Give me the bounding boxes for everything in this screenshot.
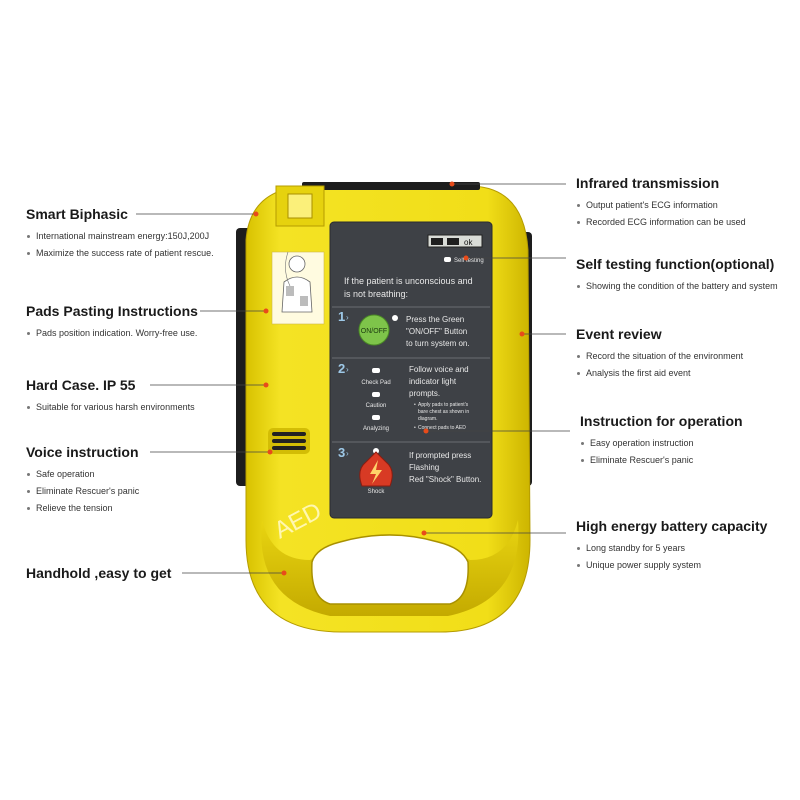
feature-title: Instruction for operation [580,413,743,429]
self-testing-label: Self testing [454,258,484,264]
feature-bullet: Recorded ECG information can be used [576,214,746,231]
intro-line-1: If the patient is unconscious and [344,276,473,286]
feature-bullet: Analysis the first aid event [576,365,743,382]
infrared-strip [302,182,480,190]
callout-dot [281,570,287,576]
caution-led [372,392,380,397]
connector-plug [287,193,313,219]
callout-dot [421,530,427,536]
step3-number: 3 [338,445,345,460]
shock-button[interactable] [359,451,393,487]
check-pad-label: Check Pad [361,380,390,386]
step1-number: 1 [338,309,345,324]
step1-chevron-icon: › [346,313,349,322]
step2-subtext-1: Apply pads to patient's [418,402,469,408]
callout-dot [263,308,269,314]
feature-title: Event review [576,326,662,342]
step2-subtext-3: diagram. [418,416,437,422]
feature-bullet: Eliminate Rescuer's panic [580,452,743,469]
callout-dot [463,255,469,261]
feature-title: Pads Pasting Instructions [26,303,198,319]
check-pad-led [372,368,380,373]
feature-bullet: Showing the condition of the battery and… [576,278,778,295]
feature-title: Infrared transmission [576,175,720,191]
feature-pads-pasting-instructions: Pads Pasting Instructions Pads position … [26,303,198,342]
feature-title: High energy battery capacity [576,518,768,534]
feature-bullet: Record the situation of the environment [576,348,743,365]
step2-text-1: Follow voice and [409,365,469,374]
step3-text-1: If prompted press [409,451,471,460]
display-ok-text: ok [464,238,473,247]
feature-hard-case: Hard Case. IP 55 Suitable for various ha… [26,377,195,416]
step3-chevron-icon: › [346,449,349,458]
feature-handhold: Handhold ,easy to get [26,565,171,581]
feature-voice-instruction: Voice instruction Safe operation Elimina… [26,444,139,517]
step1-text-1: Press the Green [406,315,464,324]
feature-title: Handhold ,easy to get [26,565,172,581]
analyzing-led [372,415,380,420]
on-off-button[interactable] [358,314,390,346]
display-segment [431,238,443,245]
feature-bullet: Maximize the success rate of patient res… [26,245,214,262]
callout-lines [136,183,570,574]
feature-bullet: Output patient's ECG information [576,197,746,214]
step3-text-3: Red "Shock" Button. [409,475,481,484]
feature-smart-biphasic: Smart Biphasic International mainstream … [26,206,214,262]
step2-number: 2 [338,361,345,376]
feature-bullet: Eliminate Rescuer's panic [26,483,139,500]
feature-bullet: Unique power supply system [576,557,767,574]
callout-dot [253,211,259,217]
feature-infrared-transmission: Infrared transmission Output patient's E… [576,175,746,231]
shock-led [373,448,379,454]
feature-bullet: International mainstream energy:150J,200… [26,228,214,245]
lightning-icon [370,460,382,484]
caution-label: Caution [366,403,387,409]
feature-event-review: Event review Record the situation of the… [576,326,743,382]
feature-title: Hard Case. IP 55 [26,377,136,393]
callout-dot [267,449,273,455]
step2-chevron-icon: › [346,365,349,374]
self-test-led [444,257,451,262]
feature-title: Smart Biphasic [26,206,128,222]
bullet-icon: • [414,402,416,408]
speaker-grille [268,428,310,454]
step2-text-2: indicator light [409,377,457,386]
feature-title: Self testing function(optional) [576,256,775,272]
shock-button-label: Shock [368,489,386,495]
instruction-panel [329,221,493,519]
callout-dots [253,181,525,576]
feature-instruction-for-operation: Instruction for operation Easy operation… [580,413,743,469]
analyzing-label: Analyzing [363,426,389,432]
feature-high-energy-battery: High energy battery capacity Long standb… [576,518,767,574]
feature-bullet: Easy operation instruction [580,435,743,452]
feature-bullet: Long standby for 5 years [576,540,767,557]
display-segment [447,238,459,245]
pads-position-figure [271,251,325,325]
feature-self-testing-function: Self testing function(optional) Showing … [576,256,778,295]
step1-text-2: "ON/OFF" Button [406,327,467,336]
handle-opening [311,534,469,605]
step3-text-2: Flashing [409,463,439,472]
on-off-button-label: ON/OFF [361,328,387,335]
feature-bullet: Pads position indication. Worry-free use… [26,325,198,342]
feature-bullet: Relieve the tension [26,500,139,517]
bullet-icon: • [414,425,416,431]
feature-bullet: Suitable for various harsh environments [26,399,195,416]
step1-text-3: to turn system on. [406,339,470,348]
intro-line-2: is not breathing: [344,289,408,299]
feature-title: Voice instruction [26,444,139,460]
step2-subtext-4: Connect pads to AED [418,425,466,431]
step2-subtext-2: bare chest as shown in [418,409,469,415]
on-led [392,315,398,321]
callout-dot [263,382,269,388]
callout-dot [519,331,525,337]
callout-dot [449,181,455,187]
step2-text-3: prompts. [409,389,440,398]
callout-dot [423,428,429,434]
feature-bullet: Safe operation [26,466,139,483]
